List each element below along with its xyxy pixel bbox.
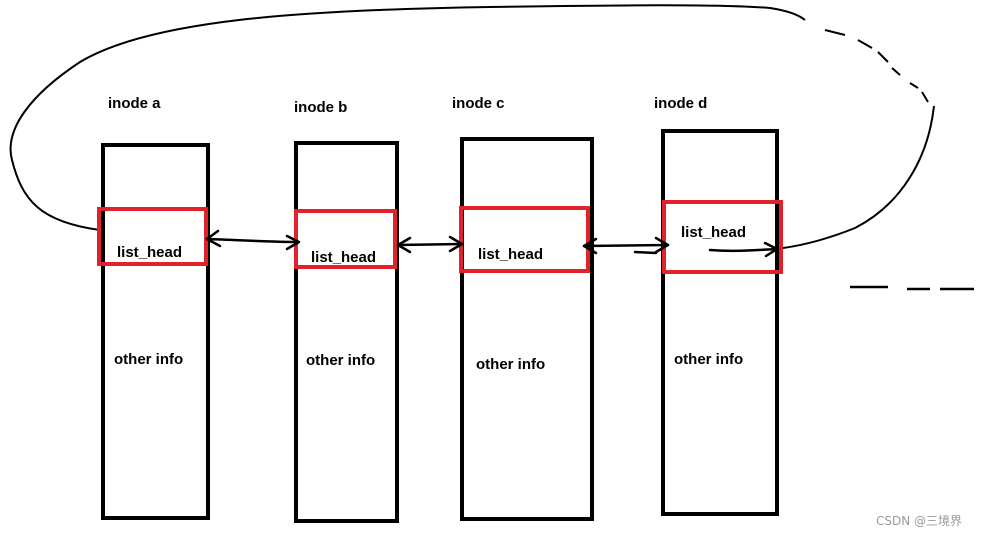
inode-a-list-head-box bbox=[97, 207, 208, 266]
inode-a-other-info: other info bbox=[114, 351, 183, 368]
inode-b-title: inode b bbox=[294, 99, 347, 116]
inode-a-title: inode a bbox=[108, 95, 161, 112]
inode-d-title: inode d bbox=[654, 95, 707, 112]
inode-c-list-head-label: list_head bbox=[478, 246, 543, 263]
link-c-d bbox=[582, 236, 670, 255]
circular-link-return bbox=[782, 105, 935, 249]
link-a-b bbox=[205, 229, 301, 251]
inode-d-list-head-box bbox=[662, 200, 783, 274]
watermark: CSDN @三境界 bbox=[876, 513, 962, 528]
inode-b-box bbox=[294, 141, 399, 523]
inode-d-list-head-label: list_head bbox=[681, 224, 746, 241]
circular-link-dashes bbox=[824, 29, 929, 103]
inode-c-title: inode c bbox=[452, 95, 505, 112]
inode-b-list-head-box bbox=[294, 209, 397, 269]
inode-b-other-info: other info bbox=[306, 352, 375, 369]
inode-c: inode c list_head other info bbox=[452, 95, 594, 521]
inode-d-other-info: other info bbox=[674, 351, 743, 368]
inode-c-list-head-box bbox=[459, 206, 590, 273]
inode-c-box bbox=[460, 137, 594, 521]
link-d-internal-arrow bbox=[708, 241, 779, 258]
circular-link-loop bbox=[9, 4, 806, 231]
inode-b: inode b list_head other info bbox=[294, 99, 399, 523]
inode-d: inode d list_head other info bbox=[654, 95, 783, 516]
continuation-dashes bbox=[850, 285, 974, 291]
inode-a-list-head-label: list_head bbox=[117, 244, 182, 261]
inode-c-other-info: other info bbox=[476, 356, 545, 373]
inode-a-box bbox=[101, 143, 210, 520]
inode-d-box bbox=[661, 129, 779, 516]
inode-b-list-head-label: list_head bbox=[311, 249, 376, 266]
link-b-c bbox=[396, 235, 464, 254]
inode-a: inode a list_head other info bbox=[97, 95, 210, 520]
